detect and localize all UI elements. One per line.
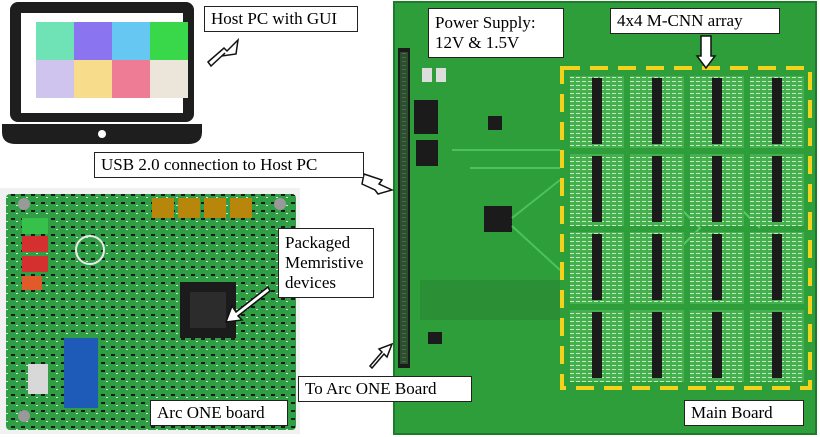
label-mcnn-array: 4x4 M-CNN array (610, 8, 780, 34)
label-packaged-line2: Memristive (285, 253, 364, 272)
arrow-to-host-pc-label (206, 37, 240, 68)
mcnn-array-outline (560, 66, 812, 390)
label-usb-connection: USB 2.0 connection to Host PC (94, 152, 364, 178)
array-cell (570, 310, 624, 382)
array-cell (690, 232, 744, 304)
arc-one-board-photo (0, 188, 300, 434)
gui-tile (150, 60, 188, 98)
label-power-supply: Power Supply: 12V & 1.5V (428, 8, 564, 58)
array-cell (690, 154, 744, 226)
arrow-mcnn-array (695, 35, 717, 70)
gui-tile (112, 60, 150, 98)
gui-tile (36, 22, 74, 60)
label-packaged-line1: Packaged (285, 233, 351, 252)
arrow-usb-connection (361, 173, 395, 195)
gui-screen-tiles (36, 22, 188, 98)
arrow-to-arc-one (368, 342, 394, 370)
label-packaged-devices: Packaged Memristive devices (278, 228, 374, 298)
label-main-board: Main Board (684, 400, 804, 426)
array-cell (750, 76, 804, 148)
gui-tile (112, 22, 150, 60)
array-cell (630, 154, 684, 226)
gui-tile (74, 60, 112, 98)
array-cell (570, 154, 624, 226)
array-cell (750, 232, 804, 304)
gui-tile (36, 60, 74, 98)
array-cell (630, 76, 684, 148)
label-packaged-line3: devices (285, 273, 336, 292)
label-arc-one-board: Arc ONE board (150, 400, 288, 426)
label-to-arc-one: To Arc ONE Board (298, 376, 472, 402)
gui-tile (150, 22, 188, 60)
array-cell (690, 310, 744, 382)
arrow-packaged-devices (224, 285, 271, 323)
array-cell (570, 232, 624, 304)
label-host-pc: Host PC with GUI (204, 6, 358, 32)
array-cell (690, 76, 744, 148)
array-cell (750, 310, 804, 382)
array-cell (630, 232, 684, 304)
gui-tile (74, 22, 112, 60)
mcnn-array-grid (570, 76, 804, 382)
array-cell (570, 76, 624, 148)
label-power-supply-line1: Power Supply: (435, 13, 536, 32)
array-cell (750, 154, 804, 226)
label-power-supply-line2: 12V & 1.5V (435, 33, 520, 52)
array-cell (630, 310, 684, 382)
